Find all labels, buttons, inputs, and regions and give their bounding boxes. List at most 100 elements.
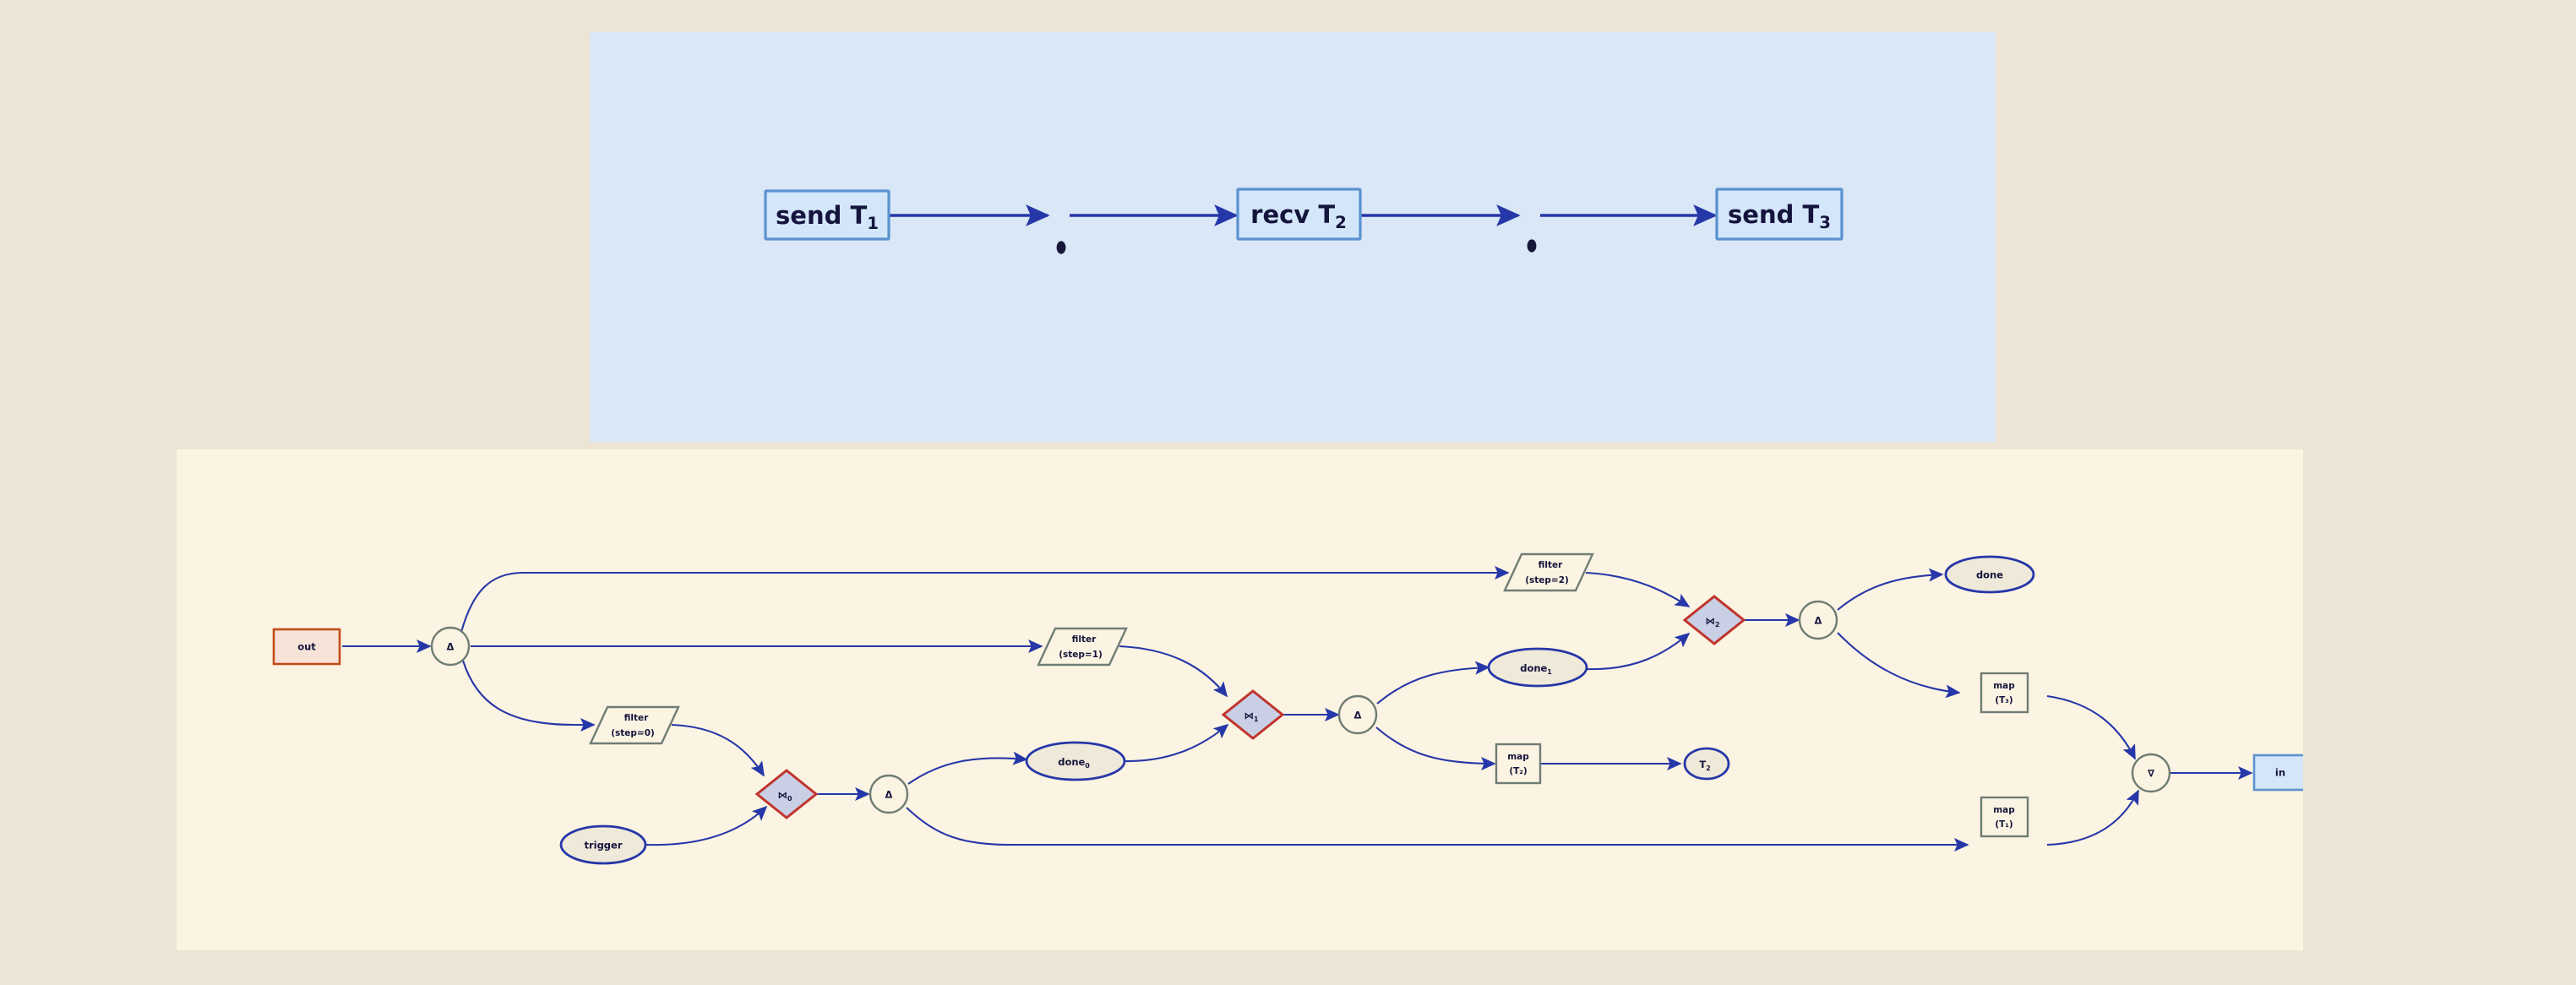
recv-t2-label: recv T2	[1250, 200, 1347, 232]
map-t2-label-line1: map	[1507, 752, 1529, 762]
dataflow-node-delta-c[interactable]: Δ	[1337, 694, 1378, 735]
edge-filter0-to-join0	[671, 723, 765, 777]
map-t3-label-line2: (T₃)	[1995, 695, 2012, 705]
protocol-node-send-t1[interactable]: send T1	[764, 189, 890, 241]
edge-delta-a-to-filter0	[462, 660, 596, 732]
protocol-node-send-t3[interactable]: send T3	[1715, 188, 1844, 241]
protocol-svg: send T1 recv T2 send T3	[764, 188, 1844, 254]
join0-label: ⋈0	[778, 789, 793, 803]
map-t1-label-line2: (T₁)	[1995, 819, 2012, 830]
dataflow-svg: out Δ filter (step=0) trigger	[272, 552, 2303, 865]
recv-t2-box[interactable]	[1236, 188, 1362, 241]
dataflow-node-map-t3[interactable]: map (T₃)	[1980, 672, 2029, 714]
dataflow-node-join1[interactable]: ⋈1	[1221, 689, 1285, 740]
protocol-marker-dot-1	[1056, 241, 1066, 254]
filter0-label-line2: (step=0)	[611, 728, 655, 738]
edge-delta-b-to-map-t1	[906, 807, 1969, 852]
map-t3-box[interactable]	[1980, 672, 2029, 714]
dataflow-node-t2[interactable]: T2	[1683, 747, 1730, 781]
done0-label: done0	[1058, 756, 1090, 770]
dataflow-node-delta-d[interactable]: Δ	[1798, 600, 1838, 640]
in-label: in	[2275, 767, 2285, 779]
done-label: done	[1976, 569, 2003, 581]
edge-delta-d-to-done	[1837, 568, 1944, 611]
dataflow-panel: out Δ filter (step=0) trigger	[177, 449, 2303, 950]
dataflow-node-nabla[interactable]: ∇	[2131, 753, 2171, 793]
delta-c-circle[interactable]	[1337, 694, 1378, 735]
edge-filter1-to-join1	[1119, 645, 1228, 698]
filter2-label-line2: (step=2)	[1525, 575, 1569, 585]
map-t1-box[interactable]	[1980, 796, 2029, 838]
filter2-shape[interactable]	[1503, 552, 1594, 592]
dataflow-node-out[interactable]: out	[272, 628, 341, 666]
dataflow-node-filter2[interactable]: filter (step=2)	[1503, 552, 1594, 592]
dataflow-node-map-t2[interactable]: map (T₂)	[1495, 743, 1542, 785]
done-ellipse[interactable]	[1944, 555, 2035, 594]
dataflow-node-delta-b[interactable]: Δ	[869, 774, 909, 814]
map-t1-label-line1: map	[1993, 805, 2015, 815]
send-t3-box[interactable]	[1715, 188, 1844, 241]
send-t1-box[interactable]	[764, 189, 890, 241]
filter0-shape[interactable]	[589, 705, 680, 745]
map-t3-label-line1: map	[1993, 681, 2015, 691]
edge-filter2-to-join2	[1585, 571, 1691, 607]
nabla-circle[interactable]	[2131, 753, 2171, 793]
dataflow-node-filter0[interactable]: filter (step=0)	[589, 705, 680, 745]
edge-delta-c-to-done1	[1376, 661, 1490, 705]
dataflow-node-done[interactable]: done	[1944, 555, 2035, 594]
done0-ellipse[interactable]	[1025, 741, 1126, 781]
filter1-label-line2: (step=1)	[1059, 650, 1103, 660]
edge-done0-to-join1	[1124, 723, 1229, 763]
map-t2-label-line2: (T₂)	[1509, 766, 1527, 776]
delta-d-label: Δ	[1815, 615, 1822, 627]
filter1-label-line1: filter	[1072, 634, 1097, 645]
edge-delta-b-to-done0	[907, 751, 1028, 785]
dataflow-node-done1[interactable]: done1	[1487, 647, 1588, 688]
dataflow-node-delta-a[interactable]: Δ	[430, 626, 471, 667]
dataflow-node-trigger[interactable]: trigger	[559, 824, 647, 865]
edge-done1-to-join2	[1586, 632, 1691, 671]
edge-delta-c-to-map-t2	[1375, 727, 1496, 770]
out-label: out	[297, 641, 316, 653]
join1-label: ⋈1	[1244, 710, 1259, 723]
delta-a-label: Δ	[447, 641, 455, 653]
dataflow-node-join0[interactable]: ⋈0	[754, 769, 819, 819]
filter1-shape[interactable]	[1037, 627, 1128, 667]
delta-d-circle[interactable]	[1798, 600, 1838, 640]
trigger-label: trigger	[584, 840, 622, 852]
t2-label: T2	[1699, 759, 1710, 772]
send-t3-label: send T3	[1728, 200, 1831, 232]
join1-diamond[interactable]	[1221, 689, 1285, 740]
in-box[interactable]	[2252, 754, 2303, 792]
dataflow-node-join2[interactable]: ⋈2	[1682, 595, 1746, 645]
filter2-label-line1: filter	[1539, 560, 1564, 570]
dataflow-node-in[interactable]: in	[2252, 754, 2303, 792]
edge-delta-d-to-map-t3	[1837, 632, 1961, 699]
join0-diamond[interactable]	[754, 769, 819, 819]
delta-a-circle[interactable]	[430, 626, 471, 667]
edge-trigger-to-join0	[645, 805, 768, 846]
done1-label: done1	[1520, 662, 1552, 676]
out-box[interactable]	[272, 628, 341, 666]
dataflow-node-filter1[interactable]: filter (step=1)	[1037, 627, 1128, 667]
dataflow-node-done0[interactable]: done0	[1025, 741, 1126, 781]
dataflow-node-map-t1[interactable]: map (T₁)	[1980, 796, 2029, 838]
edge-map-t3-to-nabla	[2046, 694, 2136, 760]
delta-c-label: Δ	[1354, 710, 1362, 721]
join2-label: ⋈2	[1706, 615, 1720, 629]
filter0-label-line1: filter	[624, 713, 650, 723]
protocol-node-recv-t2[interactable]: recv T2	[1236, 188, 1362, 241]
done1-ellipse[interactable]	[1487, 647, 1588, 688]
protocol-panel: send T1 recv T2 send T3	[590, 32, 1996, 442]
edge-map-t1-to-nabla	[2046, 789, 2139, 846]
delta-b-label: Δ	[885, 789, 893, 801]
map-t2-box[interactable]	[1495, 743, 1542, 785]
edge-delta-a-to-filter2	[460, 566, 1510, 633]
trigger-ellipse[interactable]	[559, 824, 647, 865]
t2-ellipse[interactable]	[1683, 747, 1730, 781]
delta-b-circle[interactable]	[869, 774, 909, 814]
send-t1-label: send T1	[776, 201, 879, 233]
nabla-label: ∇	[2148, 768, 2155, 780]
join2-diamond[interactable]	[1682, 595, 1746, 645]
